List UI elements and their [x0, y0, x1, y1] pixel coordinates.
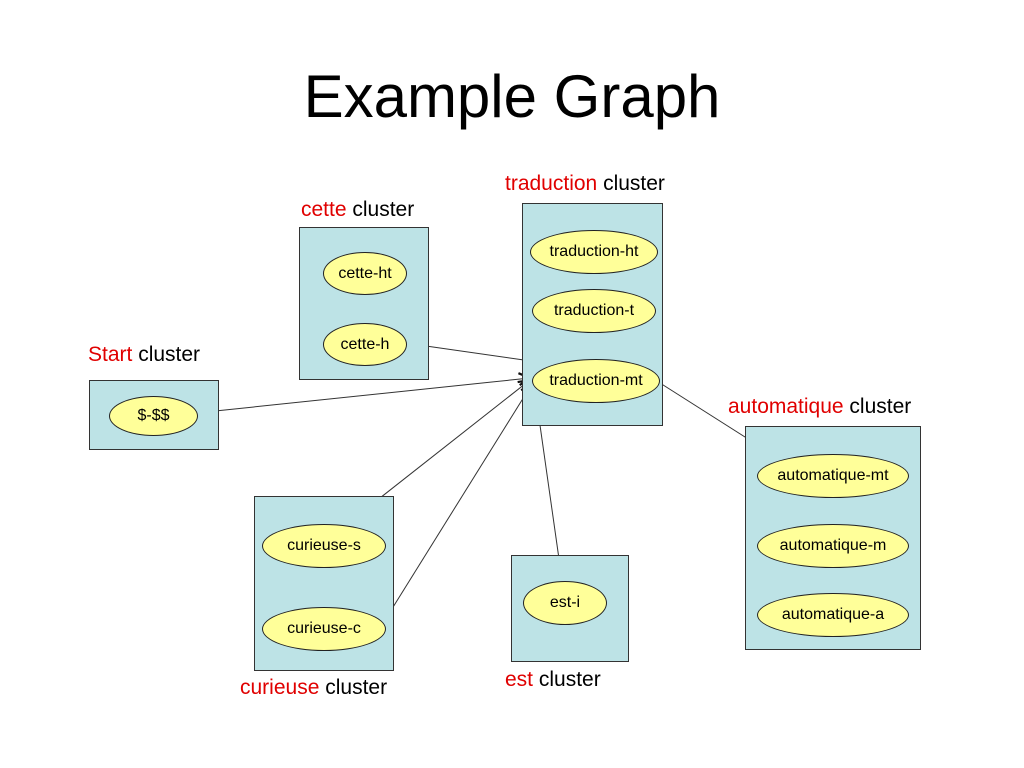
start-suffix: cluster [132, 343, 201, 366]
est-keyword: est [505, 668, 534, 691]
automatique-suffix: cluster [843, 395, 912, 418]
node-est-i[interactable]: est-i [523, 581, 607, 625]
curieuse-suffix: cluster [319, 676, 388, 699]
curieuse-cluster-box: curieuse-s curieuse-c [254, 496, 394, 671]
traduction-suffix: cluster [597, 172, 665, 195]
start-cluster-label: Start cluster [88, 343, 200, 367]
cette-suffix: cluster [346, 198, 415, 221]
node-automatique-a[interactable]: automatique-a [757, 593, 909, 637]
node-automatique-mt[interactable]: automatique-mt [757, 454, 909, 498]
est-cluster-label: est cluster [505, 668, 601, 692]
node-cette-h[interactable]: cette-h [323, 323, 407, 366]
curieuse-keyword: curieuse [240, 676, 320, 699]
edge-curieuse-c-to-traduction-mt [384, 384, 532, 621]
node-cette-ht[interactable]: cette-ht [323, 252, 407, 295]
traduction-cluster-label: traduction cluster [505, 172, 665, 196]
est-cluster-box: est-i [511, 555, 629, 662]
cette-cluster-box: cette-ht cette-h [299, 227, 429, 380]
edge-start-to-traduction-mt [195, 378, 530, 414]
automatique-cluster-box: automatique-mt automatique-m automatique… [745, 426, 921, 650]
cette-cluster-label: cette cluster [301, 198, 414, 222]
automatique-keyword: automatique [728, 395, 844, 418]
automatique-cluster-label: automatique cluster [728, 395, 911, 419]
node-automatique-m[interactable]: automatique-m [757, 524, 909, 568]
est-suffix: cluster [533, 668, 601, 691]
cette-keyword: cette [301, 198, 347, 221]
node-traduction-mt[interactable]: traduction-mt [532, 359, 660, 403]
curieuse-cluster-label: curieuse cluster [240, 676, 387, 700]
start-keyword: Start [88, 343, 133, 366]
node-traduction-ht[interactable]: traduction-ht [530, 230, 658, 274]
node-curieuse-c[interactable]: curieuse-c [262, 607, 386, 651]
node-curieuse-s[interactable]: curieuse-s [262, 524, 386, 568]
start-cluster-box: $-$$ [89, 380, 219, 450]
node-traduction-t[interactable]: traduction-t [532, 289, 656, 333]
node-start[interactable]: $-$$ [109, 396, 198, 436]
slide-title: Example Graph [303, 63, 721, 130]
traduction-cluster-box: traduction-ht traduction-t traduction-mt [522, 203, 663, 426]
traduction-keyword: traduction [505, 172, 598, 195]
